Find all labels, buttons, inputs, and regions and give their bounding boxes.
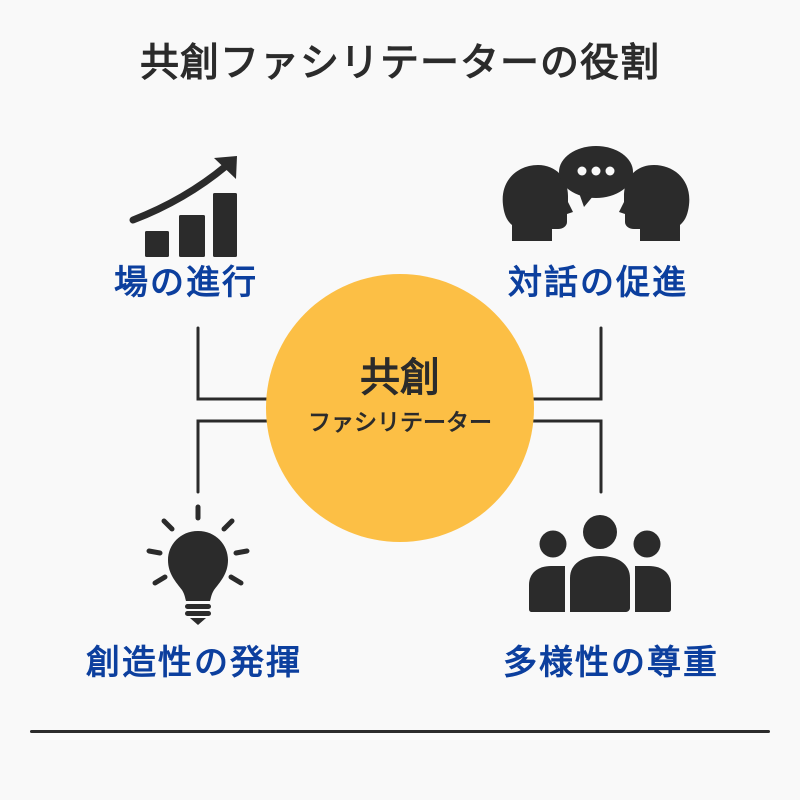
- connector-top-right: [530, 326, 603, 401]
- central-hub-circle: 共創 ファシリテーター: [266, 274, 534, 542]
- role-label-diversity: 多様性の尊重: [503, 643, 719, 683]
- conversation-icon: [502, 146, 690, 241]
- connector-bottom-right: [530, 419, 603, 494]
- hub-title: 共創: [360, 355, 440, 401]
- growth-chart-icon: [129, 156, 237, 257]
- hub-subtitle: ファシリテーター: [308, 410, 492, 436]
- role-label-facilitation: 場の進行: [114, 263, 258, 303]
- people-group-icon: [529, 515, 671, 612]
- connector-top-left: [196, 326, 270, 401]
- connector-bottom-left: [196, 419, 270, 494]
- page-title: 共創ファシリテーターの役割: [139, 41, 660, 86]
- role-label-creativity: 創造性の発揮: [86, 643, 302, 683]
- lightbulb-icon: [146, 504, 250, 625]
- bottom-divider: [30, 730, 770, 733]
- role-label-dialogue: 対話の促進: [508, 263, 688, 303]
